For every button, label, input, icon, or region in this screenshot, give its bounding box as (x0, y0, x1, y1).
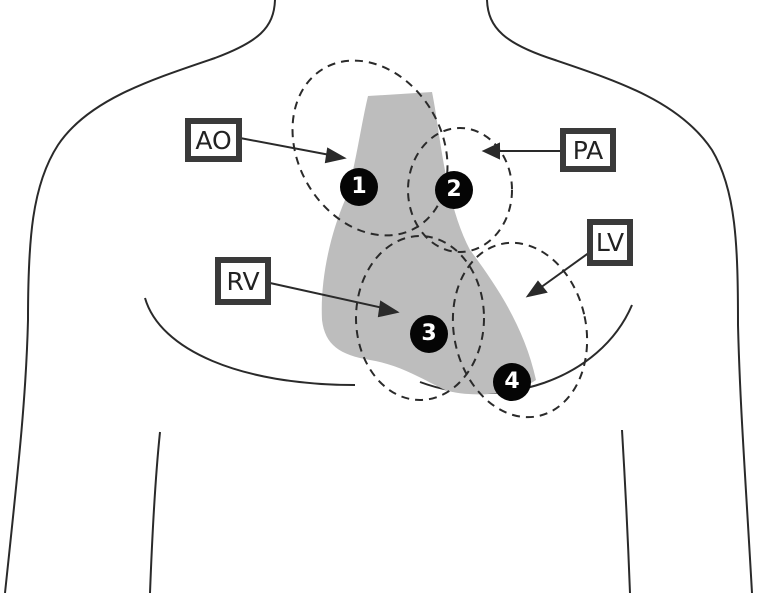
lv-arrowhead (528, 282, 546, 296)
right-arm-line (622, 430, 630, 593)
left-arm-line (150, 432, 160, 593)
auscultation-point-1: 1 (340, 168, 378, 206)
ao-arrow-line (240, 138, 330, 155)
pa-label: PA (560, 128, 616, 172)
ao-arrowhead (326, 149, 344, 162)
auscultation-point-4: 4 (493, 363, 531, 401)
lv-label: LV (587, 219, 633, 266)
auscultation-point-3: 3 (410, 315, 448, 353)
lv-arrow-line (540, 252, 590, 288)
rv-label: RV (215, 257, 271, 305)
pa-arrowhead (484, 144, 499, 158)
ao-label: AO (185, 118, 242, 162)
auscultation-point-2: 2 (435, 171, 473, 209)
